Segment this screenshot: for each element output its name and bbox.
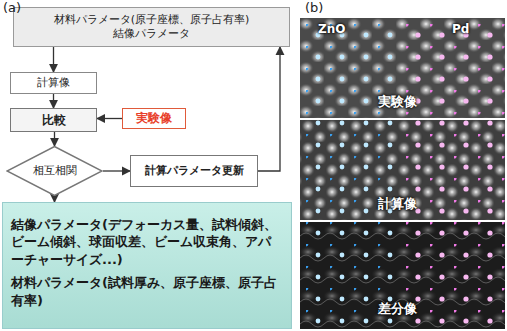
image-label: 実験像 <box>378 93 417 111</box>
panel-label: (b) <box>305 0 323 15</box>
flow-arrow <box>53 94 54 108</box>
process-box: 計算像 <box>10 72 97 94</box>
result-box: 結像パラメータ(デフォーカス量、試料傾斜、ビーム傾斜、球面収差、ビーム収束角、ア… <box>2 202 292 329</box>
flow-arrow <box>103 170 130 171</box>
image-label: 差分像 <box>378 300 417 318</box>
flow-arrow <box>258 47 280 171</box>
node-text: 実験像 <box>136 111 172 126</box>
flow-arrow <box>53 47 54 72</box>
node-text: 計算パラメータ更新 <box>145 164 244 178</box>
node-text: 材料パラメータ(原子座標、原子占有率) <box>54 13 250 27</box>
process-box: 比較 <box>10 108 97 132</box>
node-text: 計算像 <box>37 76 70 90</box>
node-text: 比較 <box>42 113 66 128</box>
parameter-box: 材料パラメータ(原子座標、原子占有率)結像パラメータ <box>13 7 290 47</box>
flow-arrow <box>97 118 122 119</box>
flow-arrow <box>54 132 55 146</box>
node-text: 相互相関 <box>33 164 77 178</box>
process-box: 計算パラメータ更新 <box>130 155 258 187</box>
node-text: 結像パラメータ(デフォーカス量、試料傾斜、ビーム傾斜、球面収差、ビーム収束角、ア… <box>11 216 283 269</box>
panel-label: (a) <box>3 0 21 15</box>
input-box: 実験像 <box>122 108 186 129</box>
material-label: ZnO <box>318 22 345 36</box>
decision-diamond: 相互相関 <box>6 146 103 196</box>
node-subtext: 材料パラメータ(試料厚み、原子座標、原子占有率) <box>11 274 283 309</box>
material-label: Pd <box>452 22 469 36</box>
image-label: 計算像 <box>378 195 417 213</box>
node-subtext: 結像パラメータ <box>113 27 190 41</box>
